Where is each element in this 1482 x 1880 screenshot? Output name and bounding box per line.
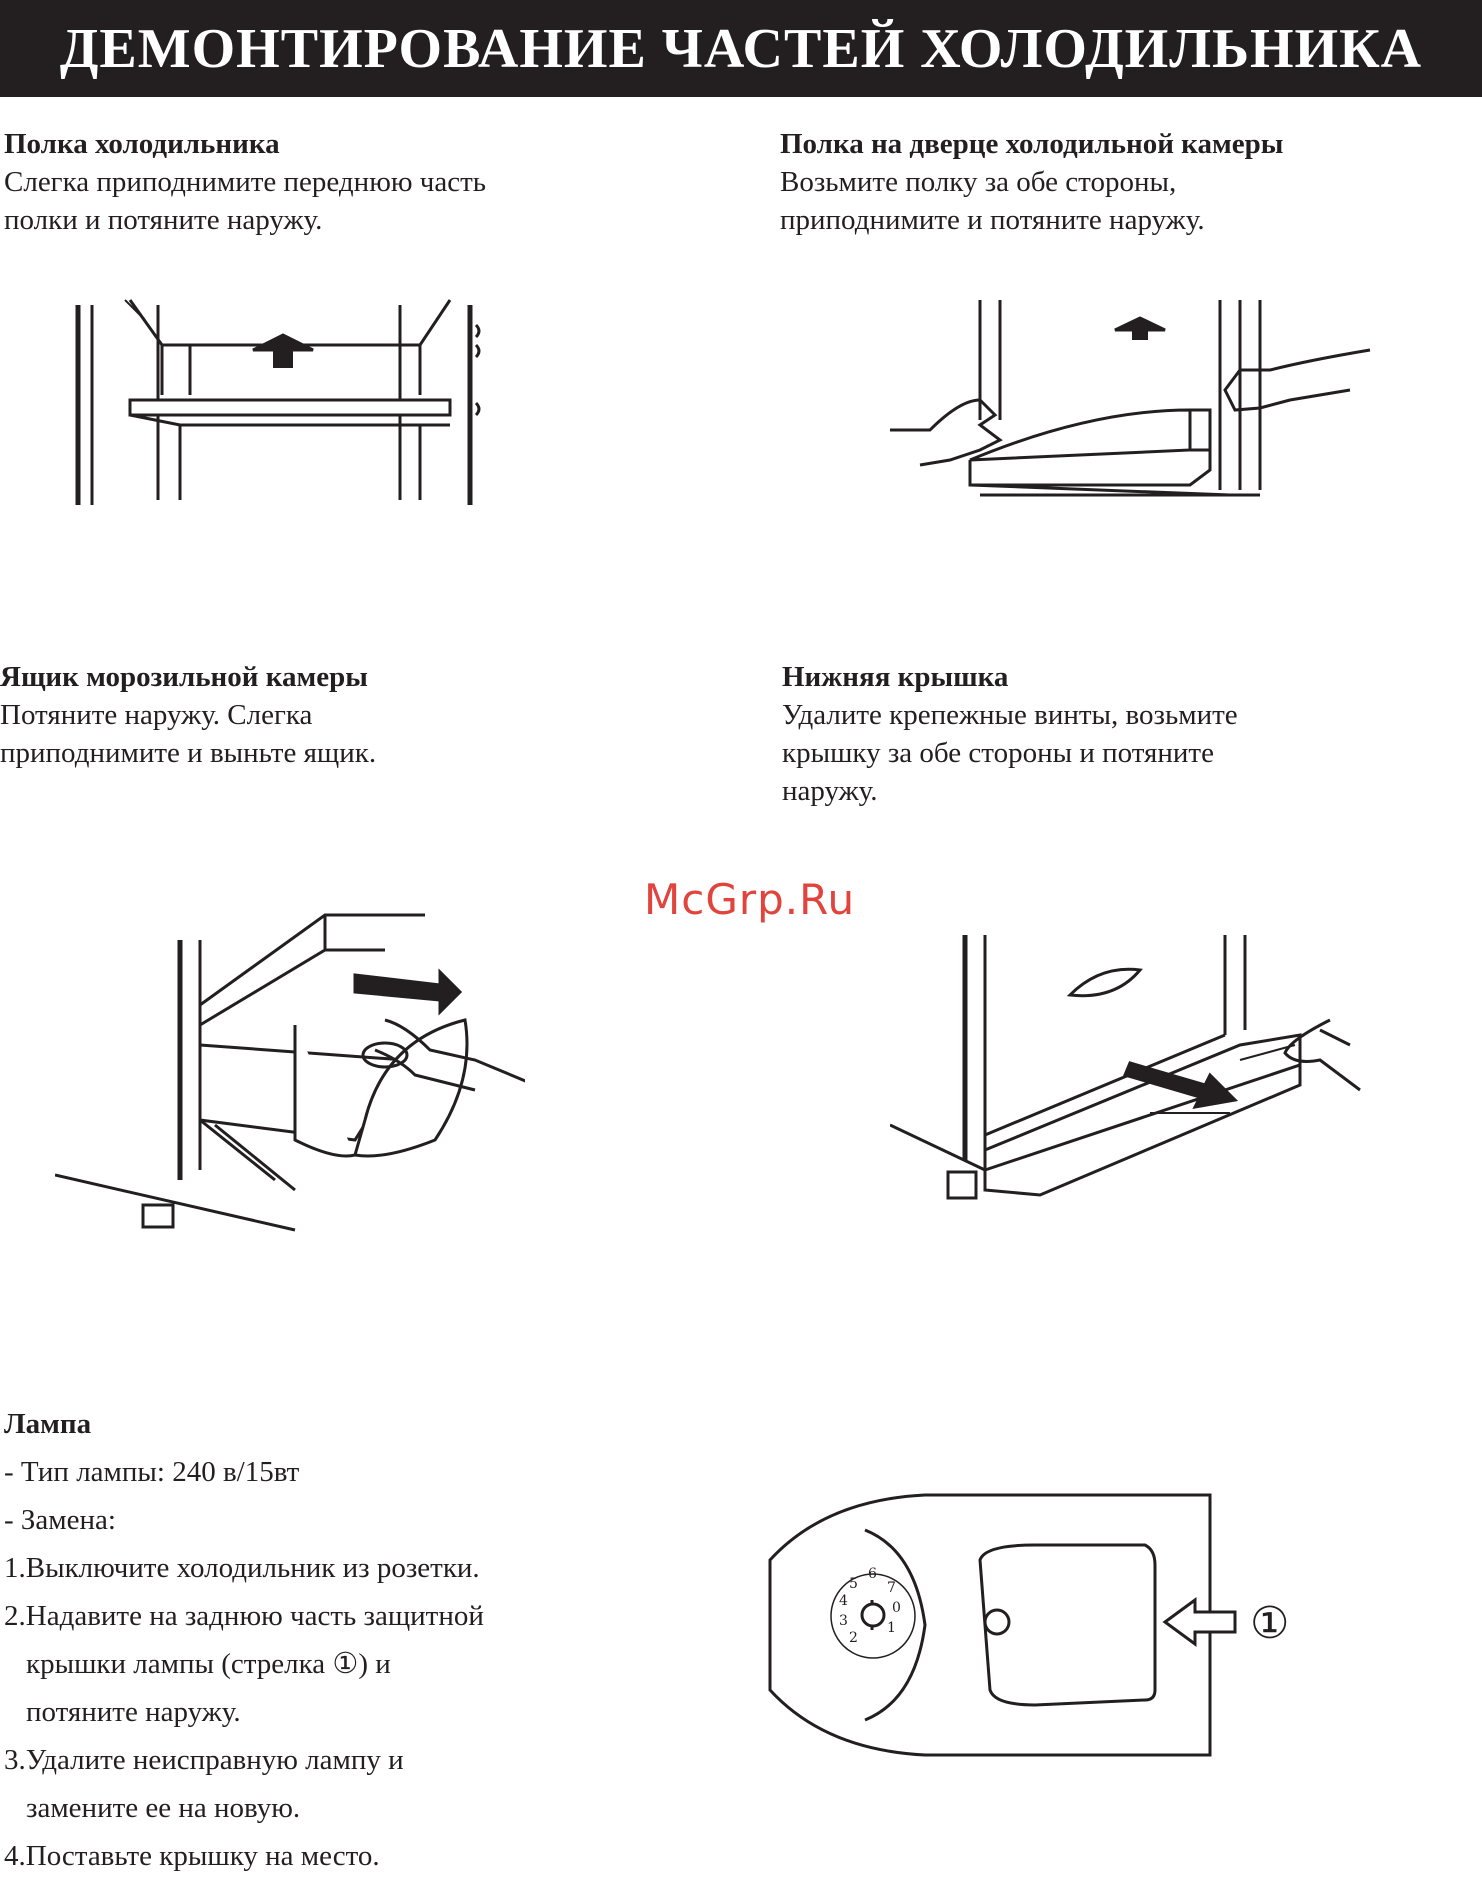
dial-number: 4: [839, 1593, 848, 1609]
section-text-line: Удалите крепежные винты, возьмите: [782, 699, 1238, 731]
section-title: Полка на дверце холодильной камеры: [780, 128, 1284, 160]
dial-number: 2: [849, 1630, 858, 1646]
freezer-drawer-illustration: [55, 910, 525, 1240]
lamp-cover-illustration: 2 3 4 5 6 7 0 1 ①: [765, 1490, 1325, 1760]
door-shelf-illustration: [890, 290, 1390, 510]
section-text-line: полки и потяните наружу.: [4, 204, 323, 236]
section-text-line: Потяните наружу. Слегка: [0, 699, 313, 731]
dial-number: 0: [892, 1600, 901, 1616]
section-text-line: крышку за обе стороны и потяните: [782, 737, 1214, 769]
arrow-marker-label: ①: [1250, 1598, 1289, 1649]
section-text-line: приподнимите и выньте ящик.: [0, 737, 377, 769]
page-header-banner: ДЕМОНТИРОВАНИЕ ЧАСТЕЙ ХОЛОДИЛЬНИКА: [0, 0, 1482, 97]
section-door-shelf: Полка на дверце холодильной камеры Возьм…: [780, 125, 1283, 239]
lamp-line: замените ее на новую.: [26, 1792, 301, 1824]
bottom-cover-illustration: [890, 935, 1390, 1225]
dial-number: 7: [887, 1580, 896, 1596]
section-fridge-shelf: Полка холодильника Слегка приподнимите п…: [4, 125, 486, 239]
lamp-line: 4.Поставьте крышку на место.: [4, 1840, 380, 1872]
page-title: ДЕМОНТИРОВАНИЕ ЧАСТЕЙ ХОЛОДИЛЬНИКА: [59, 17, 1423, 80]
section-text-line: наружу.: [782, 775, 878, 807]
lamp-line: - Тип лампы: 240 в/15вт: [4, 1456, 300, 1488]
section-text-line: Возьмите полку за обе стороны,: [780, 166, 1177, 198]
fridge-shelf-illustration: [70, 285, 500, 515]
section-title: Нижняя крышка: [782, 661, 1009, 693]
watermark: McGrp.Ru: [644, 875, 856, 924]
dial-number: 1: [887, 1620, 896, 1636]
dial-number: 5: [849, 1576, 858, 1592]
section-text-line: Слегка приподнимите переднюю часть: [4, 166, 486, 198]
lamp-line: - Замена:: [4, 1504, 116, 1536]
section-lamp: Лампа - Тип лампы: 240 в/15вт - Замена: …: [4, 1400, 484, 1880]
lamp-line: крышки лампы (стрелка ①) и: [26, 1648, 391, 1680]
lamp-line: 1.Выключите холодильник из розетки.: [4, 1552, 480, 1584]
section-bottom-cover: Нижняя крышка Удалите крепежные винты, в…: [782, 658, 1238, 810]
section-title: Ящик морозильной камеры: [0, 661, 368, 693]
lamp-line: 3.Удалите неисправную лампу и: [4, 1744, 404, 1776]
dial-number: 3: [839, 1613, 848, 1629]
section-title: Лампа: [4, 1408, 92, 1440]
lamp-line: потяните наружу.: [26, 1696, 241, 1728]
section-title: Полка холодильника: [4, 128, 280, 160]
lamp-line: 2.Надавите на заднюю часть защитной: [4, 1600, 484, 1632]
section-freezer-drawer: Ящик морозильной камеры Потяните наружу.…: [0, 658, 376, 772]
section-text-line: приподнимите и потяните наружу.: [780, 204, 1205, 236]
